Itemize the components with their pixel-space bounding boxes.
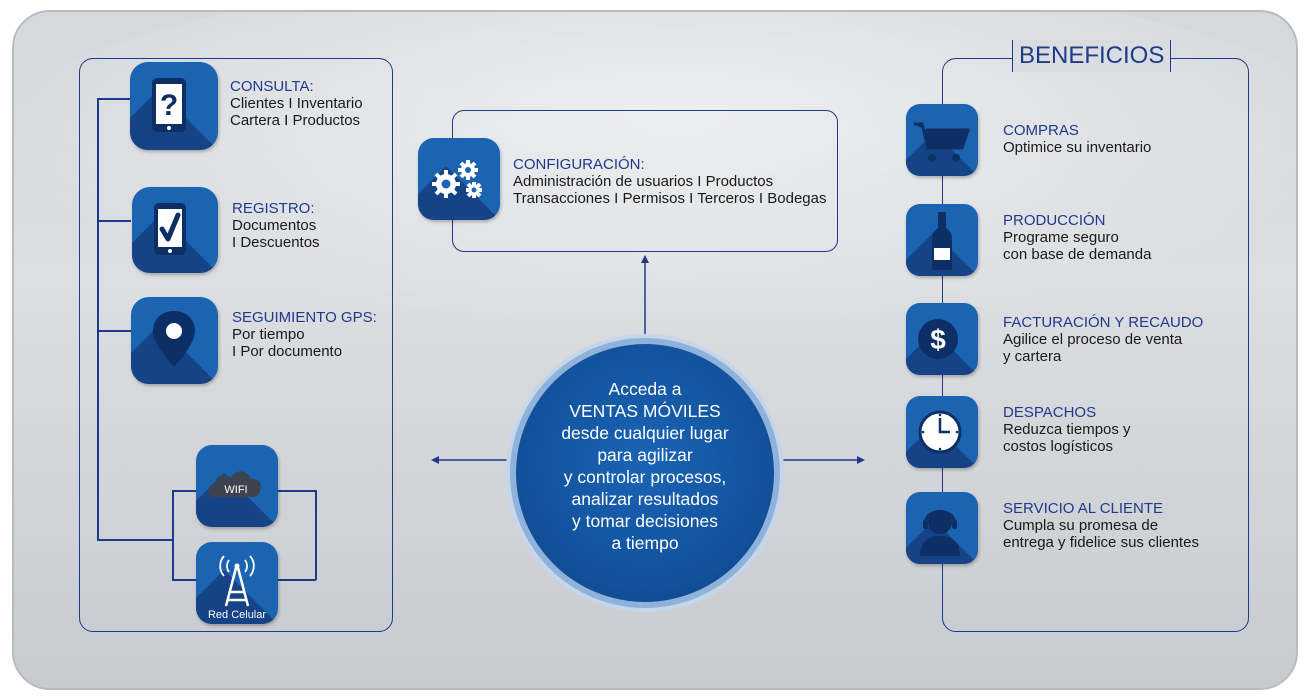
center-text: Acceda a VENTAS MÓVILES desde cualquier …	[536, 378, 754, 554]
center-line: y controlar procesos,	[563, 467, 727, 487]
arrow-up-head	[641, 255, 649, 263]
registro-title: REGISTRO:	[232, 200, 315, 217]
center-line: desde cualquier lugar	[561, 423, 729, 443]
facturacion-title: FACTURACIÓN Y RECAUDO	[1003, 314, 1204, 331]
gps-title: SEGUIMIENTO GPS:	[232, 309, 377, 326]
phone-check-icon	[154, 203, 186, 255]
svg-text:?: ?	[160, 89, 178, 122]
left-connector-registro	[97, 220, 131, 222]
left-connector-network	[97, 539, 172, 541]
despachos-tile	[906, 396, 978, 468]
network-bracket-right	[315, 490, 317, 580]
consulta-line-2: Cartera I Productos	[230, 112, 361, 129]
config-line-1: Administración de usuarios I Productos	[513, 173, 774, 190]
cellular-label: Red Celular	[208, 609, 266, 621]
consulta-tile: ?	[130, 62, 218, 150]
despachos-line-2: costos logísticos	[1003, 438, 1114, 455]
clock-icon	[918, 410, 962, 454]
servicio-tile	[906, 492, 978, 564]
bottle-icon	[932, 212, 952, 270]
despachos-title: DESPACHOS	[1003, 404, 1097, 421]
cloud-icon: WIFI	[208, 471, 262, 497]
network-bracket-left-top	[172, 490, 198, 492]
gps-line-1: Por tiempo	[232, 326, 305, 343]
headset-agent-icon	[920, 510, 960, 556]
left-features-box	[79, 58, 393, 632]
produccion-line-1: Programe seguro	[1003, 229, 1119, 246]
wifi-tile: WIFI	[196, 445, 278, 527]
gps-tile	[131, 297, 218, 384]
config-tile	[418, 138, 500, 220]
produccion-line-2: con base de demanda	[1003, 246, 1152, 263]
phone-question-icon: ?	[152, 78, 186, 132]
wifi-label: WIFI	[224, 484, 247, 496]
servicio-line-1: Cumpla su promesa de	[1003, 517, 1159, 534]
produccion-title: PRODUCCIÓN	[1003, 212, 1106, 229]
benefits-heading: BENEFICIOS	[1012, 40, 1172, 72]
facturacion-tile: $	[906, 303, 978, 375]
left-connector-vertical	[97, 98, 99, 540]
compras-tile	[906, 104, 978, 176]
network-bracket-left-bottom	[172, 579, 198, 581]
cellular-tile: Red Celular	[196, 542, 278, 624]
facturacion-line-1: Agilice el proceso de venta	[1003, 331, 1183, 348]
left-connector-consulta	[97, 98, 131, 100]
gps-line-2: I Por documento	[232, 343, 343, 360]
registro-tile	[132, 187, 218, 273]
center-circle: Acceda a VENTAS MÓVILES desde cualquier …	[516, 344, 774, 602]
arrow-left-head	[431, 456, 439, 464]
shopping-cart-icon	[914, 122, 971, 162]
facturacion-line-2: y cartera	[1003, 348, 1062, 365]
despachos-line-1: Reduzca tiempos y	[1003, 421, 1131, 438]
dollar-coin-icon: $	[918, 319, 958, 359]
center-line: a tiempo	[611, 533, 679, 553]
network-bracket-right-bottom	[276, 579, 316, 581]
registro-line-1: Documentos	[232, 217, 317, 234]
network-bracket-right-top	[276, 490, 316, 492]
servicio-line-2: entrega y fidelice sus clientes	[1003, 534, 1199, 551]
registro-line-2: I Descuentos	[232, 234, 320, 251]
map-pin-icon	[153, 311, 195, 367]
servicio-title: SERVICIO AL CLIENTE	[1003, 500, 1164, 517]
arrow-right-head	[857, 456, 865, 464]
svg-text:$: $	[930, 324, 946, 355]
antenna-tower-icon: Red Celular	[208, 555, 266, 621]
network-bracket-left	[172, 490, 174, 580]
produccion-tile	[906, 204, 978, 276]
config-title: CONFIGURACIÓN:	[513, 156, 645, 173]
consulta-line-1: Clientes I Inventario	[230, 95, 363, 112]
left-connector-gps	[97, 330, 131, 332]
compras-title: COMPRAS	[1003, 122, 1079, 139]
center-line: analizar resultados	[571, 489, 719, 509]
center-line: y tomar decisiones	[572, 511, 718, 531]
center-line: VENTAS MÓVILES	[569, 401, 721, 421]
center-line: para agilizar	[597, 445, 693, 465]
compras-line-1: Optimice su inventario	[1003, 139, 1152, 156]
consulta-title: CONSULTA:	[230, 78, 314, 95]
gears-icon	[432, 160, 482, 198]
config-line-2: Transacciones I Permisos I Terceros I Bo…	[513, 190, 827, 207]
center-line: Acceda a	[608, 379, 682, 399]
